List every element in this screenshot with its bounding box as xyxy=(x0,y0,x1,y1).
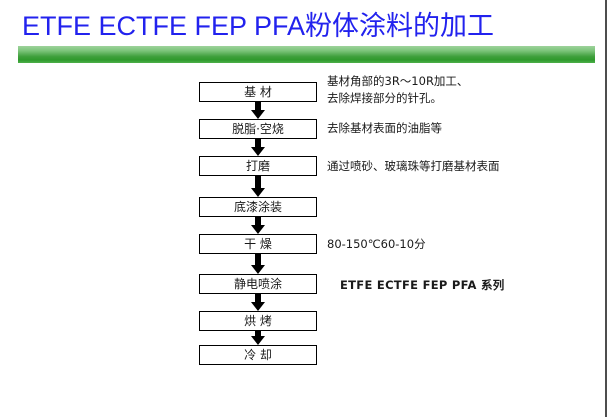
flow-step-box: 基 材 xyxy=(199,82,317,102)
down-arrow-icon xyxy=(251,139,265,156)
down-arrow-icon xyxy=(251,331,265,345)
flow-step-box: 干 燥 xyxy=(199,234,317,254)
arrow-head xyxy=(251,302,265,311)
flow-step-box: 底漆涂装 xyxy=(199,197,317,217)
down-arrow-icon xyxy=(251,176,265,197)
arrow-head xyxy=(251,188,265,197)
arrow-stem xyxy=(255,294,261,302)
down-arrow-icon xyxy=(251,254,265,274)
arrow-head xyxy=(251,225,265,234)
page-title-chinese: 粉体涂料的加工 xyxy=(305,11,495,42)
flow-step-box: 脱脂·空烧 xyxy=(199,119,317,139)
title-accent-bar xyxy=(18,46,595,63)
arrow-head xyxy=(251,265,265,274)
flow-step-box: 打磨 xyxy=(199,156,317,176)
arrow-stem xyxy=(255,331,261,336)
note-blasting: 通过喷砂、玻璃珠等打磨基材表面 xyxy=(327,159,500,173)
arrow-head xyxy=(251,147,265,156)
note-substrate-line1: 基材角部的3R～10R加工、 xyxy=(327,74,469,88)
note-drying: 80-150℃60-10分 xyxy=(327,237,426,251)
flow-step-box: 烘 烤 xyxy=(199,311,317,331)
arrow-head xyxy=(251,110,265,119)
slide-right-border xyxy=(605,0,607,417)
down-arrow-icon xyxy=(251,217,265,234)
down-arrow-icon xyxy=(251,294,265,311)
down-arrow-icon xyxy=(251,102,265,119)
page-title-english: ETFE ECTFE FEP PFA xyxy=(22,11,306,41)
arrow-stem xyxy=(255,254,261,265)
note-substrate-line2: 去除焊接部分的针孔。 xyxy=(327,91,442,105)
note-degrease: 去除基材表面的油脂等 xyxy=(327,121,442,135)
page-title: ETFE ECTFE FEP PFA粉体涂料的加工 xyxy=(22,10,592,42)
arrow-stem xyxy=(255,139,261,147)
flow-step-box: 冷 却 xyxy=(199,345,317,365)
arrow-stem xyxy=(255,102,261,110)
flow-step-box: 静电喷涂 xyxy=(199,274,317,294)
arrow-head xyxy=(251,336,265,345)
arrow-stem xyxy=(255,217,261,225)
note-spray-series: ETFE ECTFE FEP PFA 系列 xyxy=(340,278,505,292)
arrow-stem xyxy=(255,176,261,188)
